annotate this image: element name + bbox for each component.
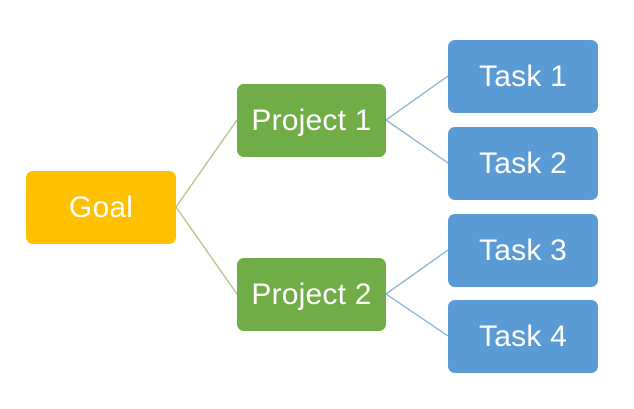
- connector-goal-project-2: [175, 206, 238, 295]
- task-4-label: Task 4: [479, 319, 567, 353]
- connector-project-2-task-4: [385, 293, 449, 337]
- connector-goal-project-1: [175, 119, 238, 208]
- task-2-node[interactable]: Task 2: [448, 127, 598, 200]
- task-3-label: Task 3: [479, 233, 567, 267]
- task-3-node[interactable]: Task 3: [448, 214, 598, 287]
- goal-node[interactable]: Goal: [26, 171, 176, 244]
- task-1-label: Task 1: [479, 59, 567, 93]
- task-4-node[interactable]: Task 4: [448, 300, 598, 373]
- goal-label: Goal: [68, 190, 134, 224]
- connector-project-1-task-1: [385, 75, 449, 121]
- connector-project-1-task-2: [385, 119, 449, 164]
- project-1-node[interactable]: Project 1: [237, 84, 386, 157]
- project-1-label: Project 1: [251, 103, 372, 137]
- project-2-node[interactable]: Project 2: [237, 258, 386, 331]
- task-2-label: Task 2: [479, 146, 567, 180]
- project-2-label: Project 2: [251, 277, 372, 311]
- task-1-node[interactable]: Task 1: [448, 40, 598, 113]
- connector-project-2-task-3: [385, 249, 449, 295]
